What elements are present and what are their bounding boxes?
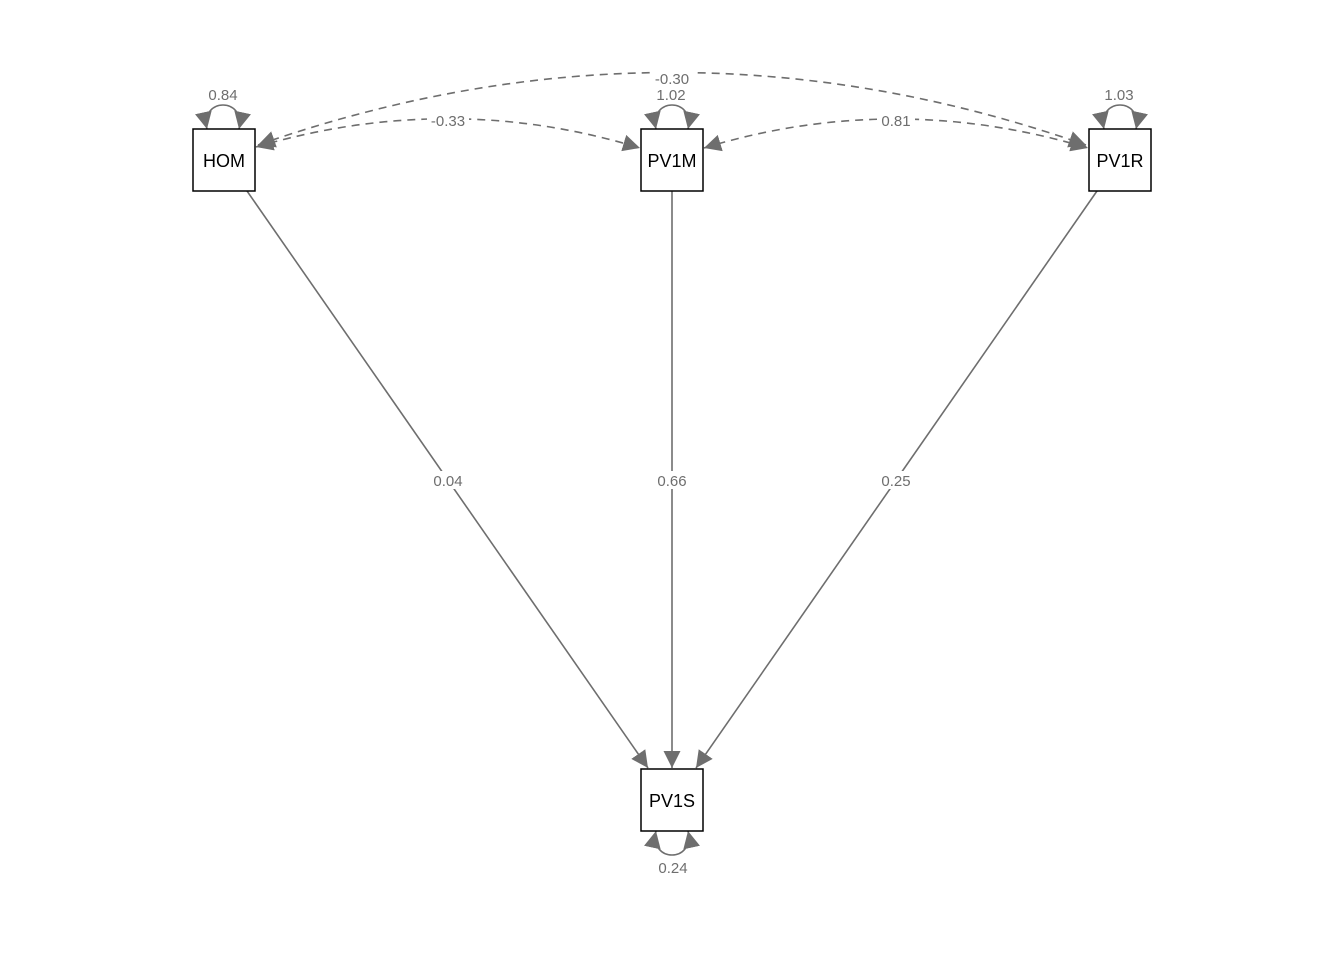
label-path-hom-to-pv1s: 0.04: [433, 473, 462, 490]
node-label-hom: HOM: [203, 151, 245, 171]
label-covariance-hom-pv1m: -0.33: [431, 113, 465, 130]
node-pv1s: PV1S: [640, 768, 704, 832]
node-pv1m: PV1M: [640, 128, 704, 192]
variance-loops: [195, 104, 1148, 856]
label-variance-pv1m: 1.02: [656, 87, 685, 104]
node-label-pv1r: PV1R: [1096, 151, 1143, 171]
variance-loop-pv1m: [644, 104, 700, 130]
node-label-pv1s: PV1S: [649, 791, 695, 811]
node-hom: HOM: [192, 128, 256, 192]
node-pv1r: PV1R: [1088, 128, 1152, 192]
variance-loop-hom: [195, 104, 251, 130]
label-variance-hom: 0.84: [208, 87, 237, 104]
label-path-pv1m-to-pv1s: 0.66: [657, 473, 686, 490]
label-covariance-hom-pv1r: -0.30: [655, 71, 689, 88]
edge-labels: 0.04 0.66 0.25 -0.30 -0.33 0.81 0.84 1.0…: [205, 69, 1137, 877]
label-covariance-pv1m-pv1r: 0.81: [881, 113, 910, 130]
covariance-hom-pv1m: [255, 117, 641, 152]
label-variance-pv1r: 1.03: [1104, 87, 1133, 104]
label-path-pv1r-to-pv1s: 0.25: [881, 473, 910, 490]
node-label-pv1m: PV1M: [647, 151, 696, 171]
variance-loop-pv1r: [1092, 104, 1148, 130]
variance-loop-pv1s: [644, 830, 700, 856]
covariance-pv1m-pv1r: [703, 118, 1089, 152]
label-variance-pv1s: 0.24: [658, 860, 687, 877]
